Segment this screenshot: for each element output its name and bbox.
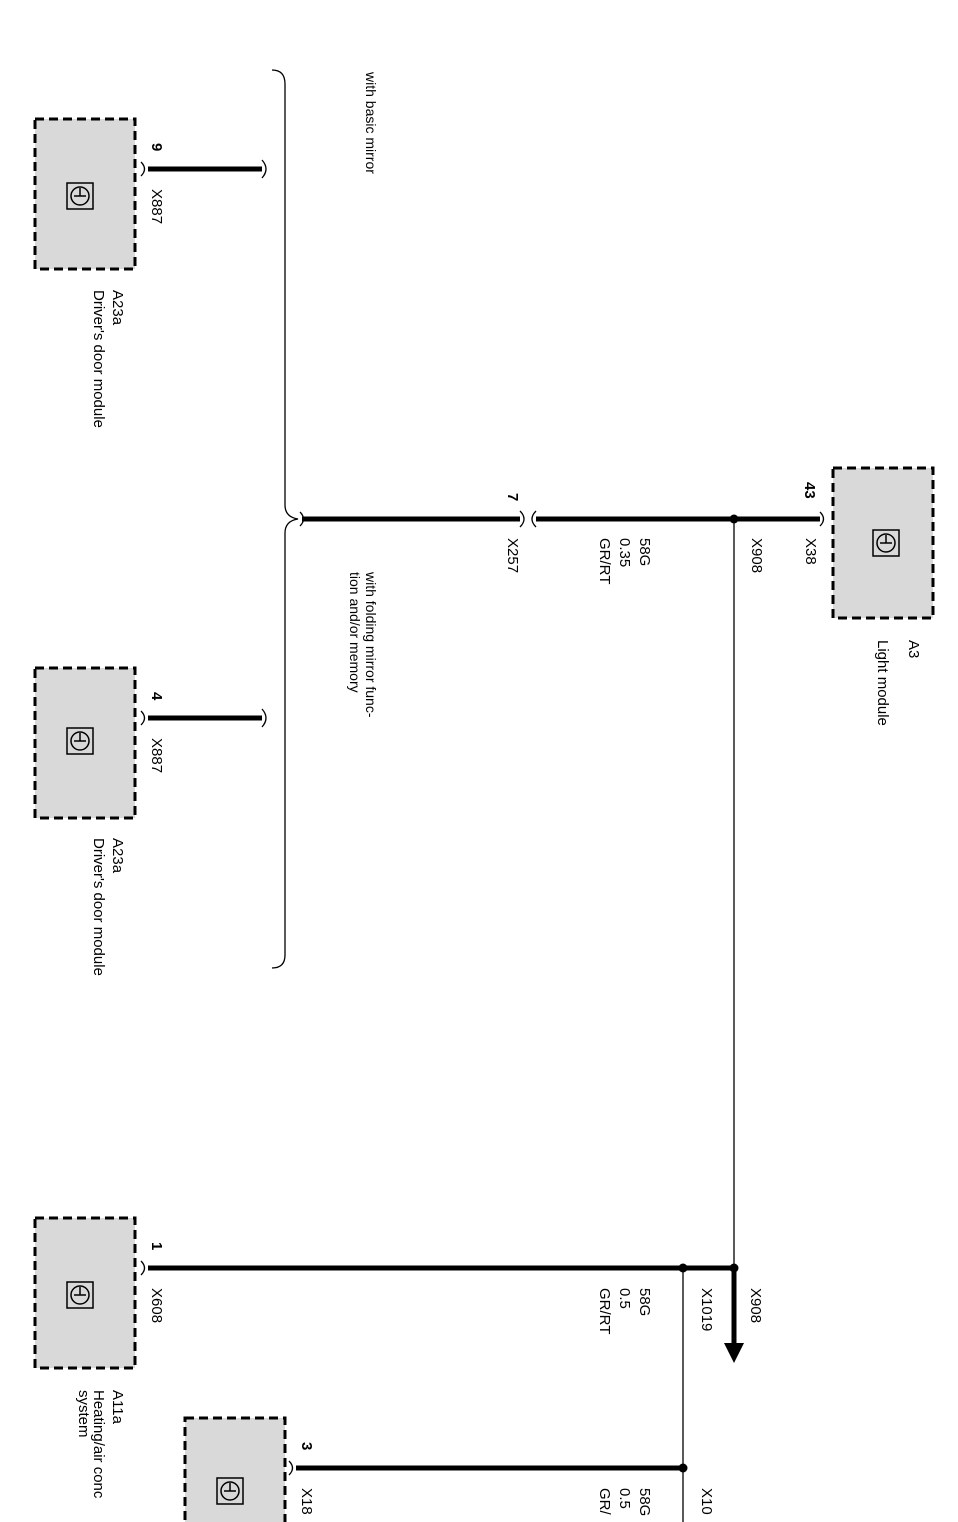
partial-module[interactable] [183,1416,287,1522]
brace-connector-notch [261,159,267,179]
wire-hvac-color: GR/RT [596,1288,613,1334]
note-folding-line2: tion and/or memory [347,572,363,693]
door-memory-pin: 4 [148,692,165,701]
hvac-module-id: A11a [109,1390,126,1425]
connector-notch [140,710,146,726]
wire-hvac-size: 0.5 [616,1288,633,1309]
hvac-module-pin: 1 [148,1242,165,1250]
light-module-id: A3 [905,640,922,658]
junction-top-label: X908 [748,538,765,573]
splice-label: X1019 [698,1288,715,1331]
connector-notch [819,511,825,527]
wire-hvac-function: 58G [636,1288,653,1316]
hvac-module[interactable] [33,1216,137,1370]
door-memory-name: Driver's door module [90,838,107,976]
door-basic-pin: 9 [148,143,165,151]
ecu-symbol-icon [66,1281,94,1309]
door-memory-id: A23a [109,838,126,874]
door-module-basic-box [33,117,137,271]
door-basic-connector: X887 [148,189,165,224]
door-module-memory[interactable] [33,666,137,820]
wire-partial-size: 0.5 [616,1488,633,1509]
door-memory-connector: X887 [148,738,165,773]
partial-module-box [183,1416,287,1522]
light-module[interactable] [831,466,935,620]
arrow-connector-label: X908 [747,1288,764,1323]
door-basic-id: A23a [109,290,126,326]
partial-module-connector: X18 [298,1488,315,1515]
hvac-module-name-2: system [75,1390,92,1438]
wire-main-color: GR/RT [596,538,613,584]
option-brace [271,69,299,969]
inline-connector-x257 [519,510,537,528]
note-basic-mirror: with basic mirror [363,71,379,174]
wire-partial-function: 58G [636,1488,653,1516]
inline-connector-label: X257 [504,538,521,573]
light-module-name: Light module [874,640,891,726]
wire-main-size: 0.35 [616,538,633,567]
ecu-symbol-icon [66,727,94,755]
brace-connector-notch [261,708,267,728]
brace-connector-notch [299,511,305,527]
hvac-module-box [33,1216,137,1370]
inline-connector-pin: 7 [504,493,521,501]
down-arrow-icon [724,1343,744,1363]
light-module-connector: X38 [802,538,819,565]
door-module-memory-box [33,666,137,820]
door-basic-name: Driver's door module [90,290,107,428]
partial-module-pin: 3 [298,1442,315,1450]
ecu-symbol-icon [216,1477,244,1505]
ecu-symbol-icon [872,529,900,557]
connector-notch [140,161,146,177]
ecu-symbol-icon [66,182,94,210]
door-module-basic[interactable] [33,117,137,271]
note-folding-line1: with folding mirror func- [363,571,379,718]
connector-notch [140,1260,146,1276]
connector-notch [288,1460,294,1476]
splice-partial-label: X10 [698,1488,715,1515]
wire-main-function: 58G [636,538,653,566]
hvac-module-name-1: Heating/air conc [90,1390,107,1499]
wire-partial-color: GR/ [596,1488,613,1516]
light-module-pin: 43 [801,482,818,499]
hvac-module-connector: X608 [148,1288,165,1323]
